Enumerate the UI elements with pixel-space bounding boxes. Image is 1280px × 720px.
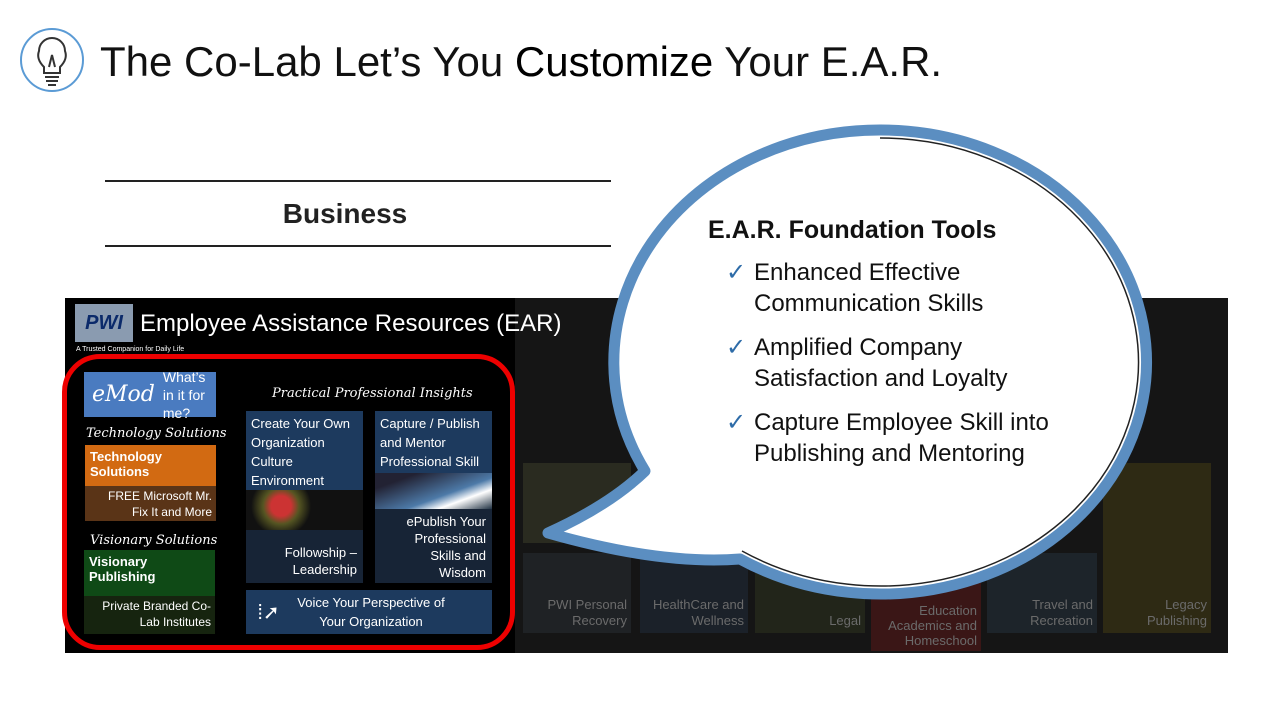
emod-logo: eMod (92, 382, 155, 407)
voice-label: Voice Your Perspective of Your Organizat… (297, 595, 445, 629)
list-item: ✓ Amplified Company Satisfaction and Loya… (726, 332, 1084, 394)
section-heading: Business (282, 198, 408, 229)
pwi-logo: PWI (75, 304, 133, 342)
list-item: ✓ Enhanced Effective Communication Skills (726, 257, 1084, 319)
check-icon: ✓ (726, 259, 747, 286)
tech-label: Technology Solutions (86, 426, 227, 441)
check-icon: ✓ (726, 409, 747, 436)
divider (105, 245, 611, 247)
spheres-image (246, 490, 363, 530)
epublish-label: ePublish Your Professional Skills and Wi… (406, 514, 486, 580)
item-text: Capture Employee Skill into Publishing a… (754, 409, 1049, 467)
tech-sub: FREE Microsoft Mr. Fix It and More (107, 489, 212, 519)
speech-bubble (542, 124, 1152, 600)
item-text: Amplified Company Satisfaction and Loyal… (754, 334, 1008, 392)
follow-label: Followship – Leadership (284, 545, 357, 577)
bubble-content: E.A.R. Foundation Tools ✓ Enhanced Effect… (708, 216, 1084, 482)
tech-solutions-tile[interactable]: Technology Solutions FREE Microsoft Mr. … (85, 445, 216, 521)
vis-sub: Private Branded Co-Lab Institutes (102, 599, 211, 629)
vis-tile-label: Visionary Publishing (84, 550, 215, 596)
highlight-frame (62, 354, 515, 650)
bg-tile: HealthCare and Wellness (640, 553, 748, 633)
earth-image (375, 473, 492, 509)
lightbulb-icon (17, 27, 87, 93)
list-item: ✓ Capture Employee Skill into Publishing … (726, 407, 1084, 469)
divider (105, 180, 611, 182)
check-icon: ✓ (726, 334, 747, 361)
visionary-publishing-tile[interactable]: Visionary Publishing Private Branded Co-… (84, 550, 215, 634)
bg-tile: Legacy Publishing (1103, 463, 1211, 633)
capture-label: Capture / Publish and Mentor Professiona… (375, 411, 492, 473)
speech-icon: ⁞➚ (257, 601, 280, 624)
bg-tile: PWI Personal Recovery (523, 553, 631, 633)
slide-title: The Co-Lab Let’s You Customize Your E.A.… (100, 38, 943, 85)
whats-in-it-button[interactable]: eMod What’s in it for me? (84, 369, 216, 421)
ppi-label: Practical Professional Insights (272, 386, 473, 401)
culture-tile[interactable]: Create Your Own Organization Culture Env… (246, 411, 363, 583)
tech-tile-label: Technology Solutions (85, 445, 216, 486)
voice-button[interactable]: ⁞➚ Voice Your Perspective of Your Organi… (246, 590, 492, 634)
tagline: A Trusted Companion for Daily Life (76, 346, 185, 353)
bubble-heading: E.A.R. Foundation Tools (708, 216, 997, 244)
capture-tile[interactable]: Capture / Publish and Mentor Professiona… (375, 411, 492, 583)
vis-label: Visionary Solutions (90, 533, 218, 548)
culture-label: Create Your Own Organization Culture Env… (246, 411, 363, 490)
ear-heading: Employee Assistance Resources (EAR) (140, 310, 562, 337)
whats-in-label: What’s in it for me? (162, 368, 206, 421)
item-text: Enhanced Effective Communication Skills (754, 259, 984, 317)
